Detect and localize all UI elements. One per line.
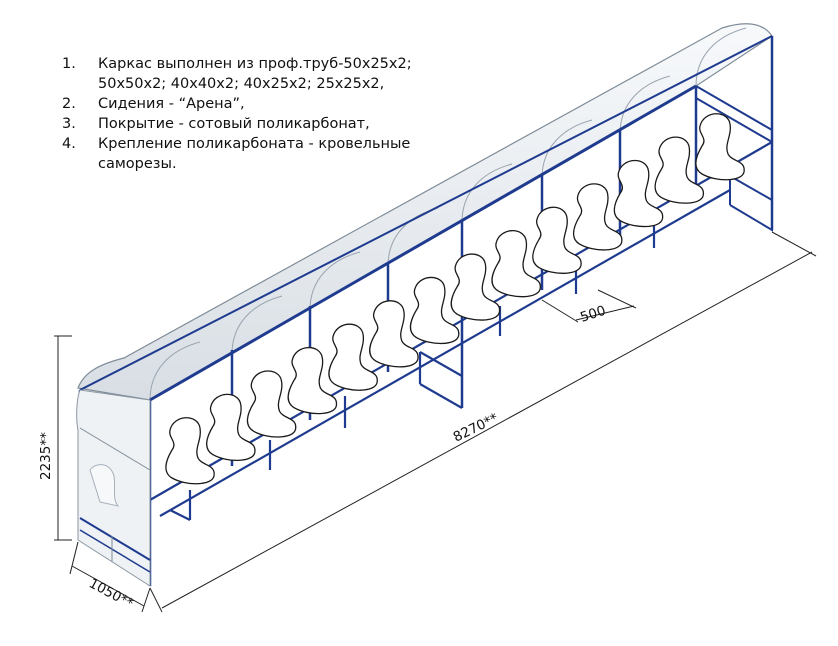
note-text: Каркас выполнен из проф.труб-50x25x2; 50… [98, 56, 412, 92]
seats [165, 113, 745, 485]
seat [695, 113, 745, 181]
seat [369, 300, 419, 368]
note-text: Крепление поликарбоната - кровельные сам… [98, 136, 411, 172]
left-end-panel [76, 389, 151, 587]
note-item: 3. Покрытие - сотовый поликарбонат, [62, 114, 462, 134]
dimension-lines [54, 231, 817, 613]
right-end-frame [695, 85, 773, 232]
note-text: Покрытие - сотовый поликарбонат, [98, 116, 370, 132]
note-number: 3. [62, 116, 76, 132]
seat [532, 206, 582, 274]
seat [573, 183, 623, 251]
dimension-depth: 1050** [86, 575, 136, 612]
note-item: 2. Сидения - “Арена”, [62, 94, 462, 114]
note-item: 4. Крепление поликарбоната - кровельные с… [62, 134, 462, 174]
front-top-beam [149, 84, 697, 402]
seat [287, 346, 338, 415]
seat [246, 370, 297, 438]
seat [450, 253, 501, 321]
notes-list: 1. Каркас выполнен из проф.труб-50x25x2; … [62, 54, 462, 174]
note-number: 1. [62, 56, 76, 72]
dimension-height: 2235** [38, 432, 54, 480]
seat [654, 136, 704, 204]
dimension-length: 8270** [451, 410, 501, 445]
canopy-arches [149, 27, 747, 401]
note-number: 2. [62, 96, 76, 112]
bench-rails [149, 141, 773, 521]
seat [613, 159, 664, 228]
back-top-beam [79, 35, 773, 391]
seat [206, 393, 256, 462]
note-item: 1. Каркас выполнен из проф.труб-50x25x2; … [62, 54, 462, 94]
dimension-seat-pitch: 500 [578, 303, 607, 326]
seat [409, 276, 460, 345]
seat [491, 230, 541, 298]
note-number: 4. [62, 136, 76, 152]
note-text: Сидения - “Арена”, [98, 96, 245, 112]
seat [328, 323, 378, 391]
seat [165, 417, 215, 485]
